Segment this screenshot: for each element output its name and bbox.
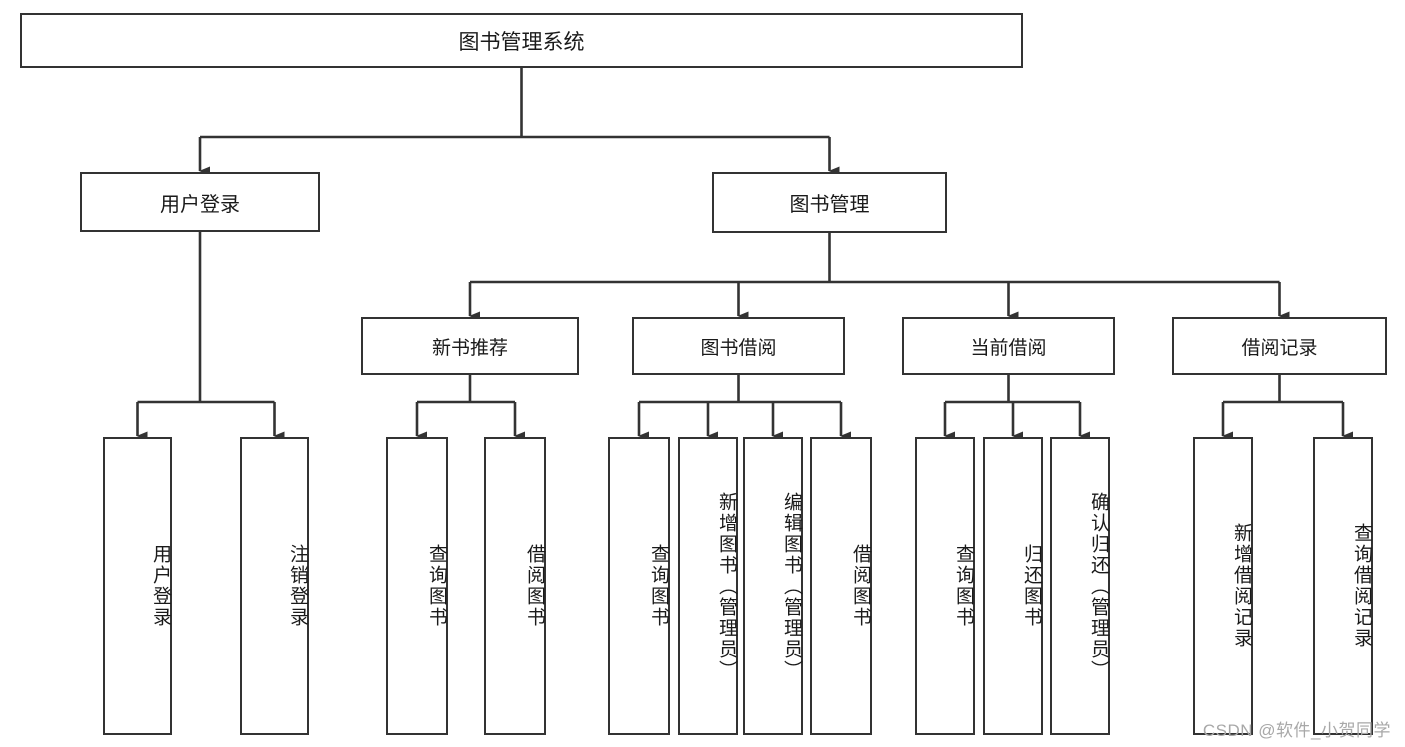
node-leaf-user-login-label: 用户登录 [150,544,171,628]
node-leaf-query-book-new[interactable]: 查询图书 [386,437,448,735]
node-leaf-confirm-return[interactable]: 确认归还（管理员） [1050,437,1110,735]
node-leaf-add-record-label: 新增借阅记录 [1231,523,1252,649]
node-leaf-borrow-book-new[interactable]: 借阅图书 [484,437,546,735]
node-leaf-query-book-bb-label: 查询图书 [648,544,669,628]
csdn-watermark: CSDN @软件_小贺同学 [1202,721,1391,740]
node-book-borrow[interactable]: 图书借阅 [632,317,845,375]
node-leaf-return-book[interactable]: 归还图书 [983,437,1043,735]
node-root-system-label: 图书管理系统 [458,30,585,54]
node-root-system[interactable]: 图书管理系统 [20,13,1023,68]
node-leaf-user-login[interactable]: 用户登录 [103,437,172,735]
node-borrow-record[interactable]: 借阅记录 [1172,317,1387,375]
node-book-borrow-label: 图书借阅 [700,337,777,359]
node-leaf-confirm-return-label: 确认归还（管理员） [1088,491,1109,681]
node-leaf-query-book-new-label: 查询图书 [426,544,447,628]
node-leaf-query-book-cb[interactable]: 查询图书 [915,437,975,735]
node-leaf-add-record[interactable]: 新增借阅记录 [1193,437,1253,735]
node-leaf-user-logout-label: 注销登录 [287,544,308,628]
node-leaf-return-book-label: 归还图书 [1021,544,1042,628]
node-leaf-user-logout[interactable]: 注销登录 [240,437,309,735]
node-book-manage[interactable]: 图书管理 [712,172,947,233]
node-new-book-rec-label: 新书推荐 [431,337,508,359]
node-current-borrow-label: 当前借阅 [970,337,1047,359]
node-book-manage-label: 图书管理 [789,194,870,216]
node-borrow-record-label: 借阅记录 [1241,337,1318,359]
node-user-login-label: 用户登录 [160,193,240,216]
node-new-book-rec[interactable]: 新书推荐 [361,317,579,375]
node-user-login[interactable]: 用户登录 [80,172,320,232]
node-leaf-add-book-label: 新增图书（管理员） [716,491,737,681]
node-leaf-add-book[interactable]: 新增图书（管理员） [678,437,738,735]
node-leaf-edit-book[interactable]: 编辑图书（管理员） [743,437,803,735]
node-current-borrow[interactable]: 当前借阅 [902,317,1115,375]
node-leaf-borrow-book-bb[interactable]: 借阅图书 [810,437,872,735]
node-leaf-edit-book-label: 编辑图书（管理员） [781,491,802,681]
node-leaf-query-record[interactable]: 查询借阅记录 [1313,437,1373,735]
node-leaf-borrow-book-bb-label: 借阅图书 [850,544,871,628]
node-leaf-query-book-bb[interactable]: 查询图书 [608,437,670,735]
node-leaf-query-book-cb-label: 查询图书 [953,544,974,628]
node-leaf-borrow-book-new-label: 借阅图书 [524,544,545,628]
node-leaf-query-record-label: 查询借阅记录 [1351,523,1372,649]
